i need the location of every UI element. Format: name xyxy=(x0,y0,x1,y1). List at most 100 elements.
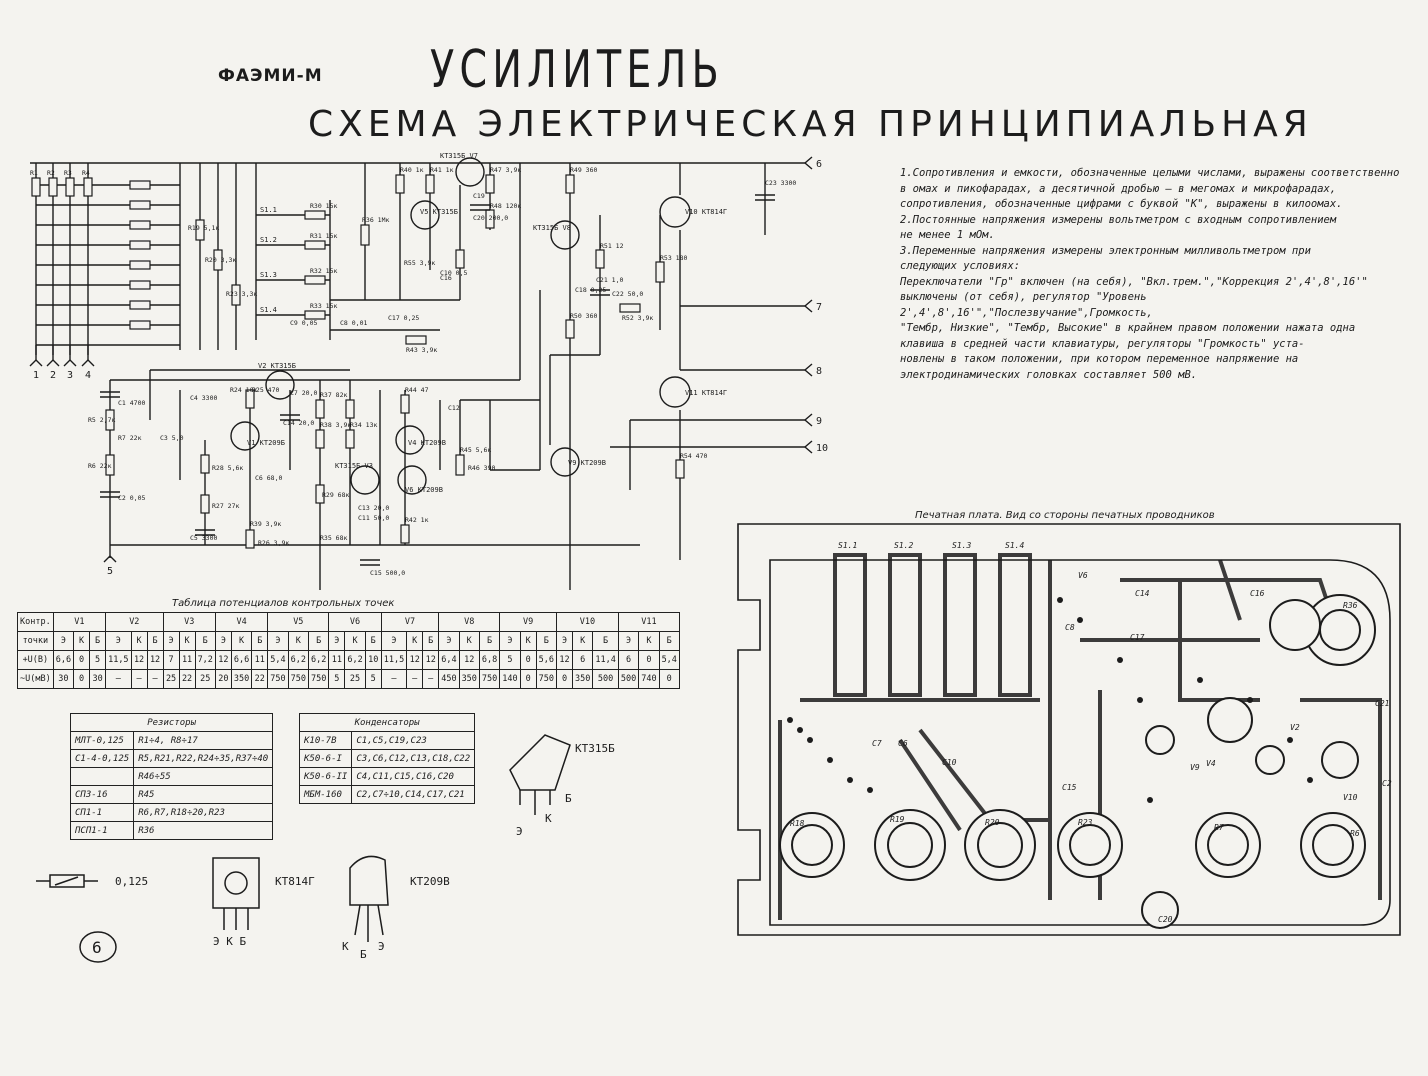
component-label: R48 120к xyxy=(490,202,521,210)
component-label: R2 xyxy=(47,169,55,177)
pcb-outline xyxy=(737,523,1401,936)
pcb-cap-label: C7 xyxy=(872,739,882,748)
potential-value-cell: 500 xyxy=(592,669,619,689)
note-line: 3.Переменные напряжения измерены электро… xyxy=(900,244,1311,257)
component-label: C1 4700 xyxy=(118,399,145,407)
note-line: электродинамических головках составляет … xyxy=(900,368,1198,381)
component-label: C2 0,05 xyxy=(118,494,145,502)
legend-kt315-pin-k: К xyxy=(545,812,552,825)
component-label: R49 360 xyxy=(570,166,597,174)
table-cell: МБМ-160 xyxy=(298,785,353,804)
component-label: R37 82к xyxy=(320,391,347,399)
component-label: R36 1Мк xyxy=(362,216,389,224)
terminal-label: 1 xyxy=(33,370,39,381)
component-label: C21 1,0 xyxy=(596,276,623,284)
kt315-package xyxy=(509,734,571,791)
pcb-transistor-label: V6 xyxy=(1078,571,1088,580)
transistor-label: V6 КТ209В xyxy=(405,486,443,494)
component-label: R5 2,7к xyxy=(88,416,115,424)
page-subtitle: СХЕМА ЭЛЕКТРИЧЕСКАЯ ПРИНЦИПИАЛЬНАЯ xyxy=(308,104,1313,145)
note-line: новлены в таком положении, при котором п… xyxy=(900,353,1299,365)
component-label: R54 470 xyxy=(680,452,707,460)
pcb-transistor-label: V9 xyxy=(1190,763,1200,772)
legend-resistor-value: 0,125 xyxy=(115,875,148,888)
potential-value-cell: 11,5 xyxy=(380,650,408,670)
component-label: R40 1к xyxy=(400,166,424,174)
component-label: C23 3300 xyxy=(765,179,796,187)
component-label: C9 0,05 xyxy=(290,319,317,327)
pcb-pot-label: R20 xyxy=(985,818,1000,827)
component-label: R38 3,9к xyxy=(320,421,351,429)
component-label: R23 3,3к xyxy=(226,290,257,298)
legend-kt209-pin-e: Э xyxy=(378,940,385,953)
component-label: C13 20,0 xyxy=(358,504,389,512)
component-label: R43 3,9к xyxy=(406,346,437,354)
transistor-label: КТ315Б V7 xyxy=(440,152,478,160)
potential-value-cell: 25 xyxy=(194,669,216,689)
potential-value-cell: 0 xyxy=(556,669,573,689)
notes-block: 1.Сопротивления и емкости, обозначенные … xyxy=(900,166,1405,383)
legend-kt315-label: КТ315Б xyxy=(575,742,615,755)
potential-value-cell: 25 xyxy=(344,669,366,689)
pcb-cap-label: C6 xyxy=(898,739,908,748)
component-label: R1 xyxy=(30,169,38,177)
pcb-transistor-label: V10 xyxy=(1343,793,1358,802)
component-label: R32 15к xyxy=(310,267,337,275)
component-label: R30 15к xyxy=(310,202,337,210)
pcb-switch-label: S1.1 xyxy=(838,541,857,550)
component-label: R19 5,1к xyxy=(188,224,219,232)
pcb-pot-label: R19 xyxy=(890,815,905,824)
electrode-header-cell: Э xyxy=(105,631,132,651)
component-label: R44 47 xyxy=(405,386,429,394)
note-line: клавиша в средней части клавиатуры, регу… xyxy=(900,337,1305,350)
legend-kt209-pin-k: К xyxy=(342,940,349,953)
potential-value-cell: 11,5 xyxy=(105,650,132,670)
potential-value-cell: 740 xyxy=(638,669,660,689)
table-cell: С2,С7÷10,С14,С17,С21 xyxy=(351,785,476,804)
component-label: C19 xyxy=(473,192,485,200)
legend-kt209-pin-b: Б xyxy=(360,948,367,961)
component-label: R34 13к xyxy=(350,421,377,429)
terminal-label: 9 xyxy=(816,416,822,427)
component-label: C5 3300 xyxy=(190,534,217,542)
potential-value-cell: 0 xyxy=(658,669,680,689)
transistor-label: V11 КТ814Г xyxy=(685,389,727,397)
legend-kt814-pins: Э К Б xyxy=(213,935,246,948)
note-line: 1.Сопротивления и емкости, обозначенные … xyxy=(900,167,1400,179)
legend-kt209-label: КТ209В xyxy=(410,875,450,888)
potential-value-cell: 30 xyxy=(52,669,75,689)
terminal-label: 4 xyxy=(85,370,91,381)
transistor-label: КТ315Б V3 xyxy=(335,462,373,470)
pcb-pot-label: R6 xyxy=(1350,829,1360,838)
switch-label: S1.4 xyxy=(260,306,277,314)
component-label: R3 xyxy=(64,169,72,177)
component-label: R6 22к xyxy=(88,462,112,470)
component-label: R20 3,3к xyxy=(205,256,236,264)
pcb-cap-label: C14 xyxy=(1135,589,1150,598)
pcb-caption: Печатная плата. Вид со стороны печатных … xyxy=(915,510,1215,521)
transistor-label: V5 КТ315Б xyxy=(420,208,458,216)
table-cell: ПСП1-1 xyxy=(69,821,135,840)
pcb-cap-label: C15 xyxy=(1062,783,1077,792)
switch-label: S1.3 xyxy=(260,271,277,279)
component-label: C20 200,0 xyxy=(473,214,508,222)
pcb-switch-label: S1.2 xyxy=(894,541,913,550)
legend-kt315-pin-e: Э xyxy=(516,825,523,838)
component-label: C18 0,25 xyxy=(575,286,606,294)
component-label: R27 27к xyxy=(212,502,239,510)
note-line: выключены (от себя), регулятор "Уровень … xyxy=(900,291,1153,319)
pcb-cap-label: C17 xyxy=(1130,633,1145,642)
component-label: R47 3,9к xyxy=(490,166,521,174)
component-label: R50 360 xyxy=(570,312,597,320)
component-label: R26 3,9к xyxy=(258,539,289,547)
electrode-header-cell: Э xyxy=(499,631,521,651)
table-cell: R36 xyxy=(133,821,274,840)
